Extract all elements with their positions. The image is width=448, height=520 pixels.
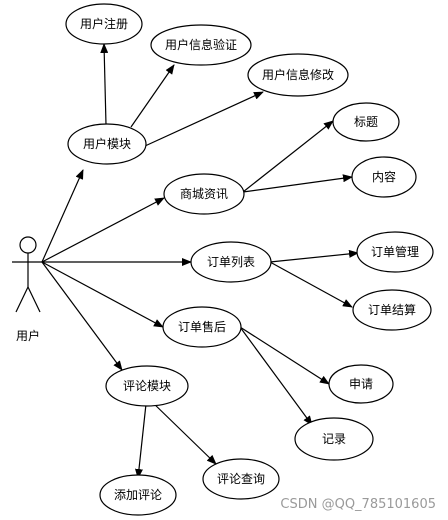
use-case-apply: 申请 [328, 364, 394, 404]
label-after-sale: 订单售后 [178, 319, 226, 334]
label-query-review: 评论查询 [217, 472, 265, 486]
label-user-verify: 用户信息验证 [165, 37, 237, 52]
watermark: CSDN @QQ_785101605 [280, 497, 436, 512]
edge-after-sale-record [239, 326, 313, 426]
use-case-review-module: 评论模块 [105, 365, 189, 407]
edges [41, 43, 359, 479]
use-case-user-register: 用户注册 [65, 3, 143, 45]
edge-order-list-manage [269, 249, 359, 263]
edge-user-module-register [100, 43, 109, 126]
edge-actor-user-module [41, 169, 84, 263]
actor-head [19, 236, 37, 254]
edge-after-sale-apply [239, 326, 330, 385]
use-case-order-manage: 订单管理 [356, 231, 434, 273]
label-review-module: 评论模块 [123, 379, 171, 393]
use-case-record: 记录 [294, 417, 374, 461]
use-case-news-title: 标题 [332, 102, 400, 142]
edge-user-module-verify [130, 64, 175, 128]
label-mall-news: 商城资讯 [180, 186, 228, 201]
edge-actor-mall-news [41, 197, 165, 263]
use-case-query-review: 评论查询 [202, 458, 280, 500]
use-case-news-content: 内容 [351, 156, 417, 198]
use-case-add-review: 添加评论 [99, 474, 177, 516]
use-case-user-verify: 用户信息验证 [150, 24, 252, 66]
label-news-content: 内容 [372, 169, 396, 184]
label-user-modify: 用户信息修改 [262, 67, 334, 82]
edge-user-module-modify [144, 91, 264, 147]
use-case-user-modify: 用户信息修改 [247, 53, 349, 97]
use-case-order-settle: 订单结算 [352, 289, 432, 331]
use-case-mall-news: 商城资讯 [163, 173, 245, 215]
use-case-after-sale: 订单售后 [162, 306, 242, 348]
actor-leg-right [27, 286, 41, 313]
edge-review-module-query [149, 399, 217, 465]
label-user-module: 用户模块 [83, 136, 131, 151]
edge-mall-news-content [242, 174, 353, 193]
use-case-order-list: 订单列表 [190, 241, 272, 283]
actor-leg-left [15, 286, 29, 313]
actor-label: 用户 [16, 328, 40, 343]
edge-review-module-add [134, 403, 147, 479]
actor-user: 用户 [12, 236, 44, 343]
label-user-register: 用户注册 [80, 16, 128, 31]
edge-mall-news-title [242, 120, 334, 193]
label-order-manage: 订单管理 [371, 244, 419, 259]
label-add-review: 添加评论 [114, 488, 162, 502]
label-apply: 申请 [349, 377, 373, 391]
edge-actor-review-module [41, 261, 123, 371]
label-order-settle: 订单结算 [368, 302, 416, 317]
label-record: 记录 [322, 432, 346, 446]
edge-actor-after-sale [41, 261, 164, 328]
label-order-list: 订单列表 [207, 255, 255, 269]
label-news-title: 标题 [354, 115, 378, 129]
use-case-user-module: 用户模块 [67, 123, 147, 165]
edge-order-list-settle [269, 261, 353, 308]
